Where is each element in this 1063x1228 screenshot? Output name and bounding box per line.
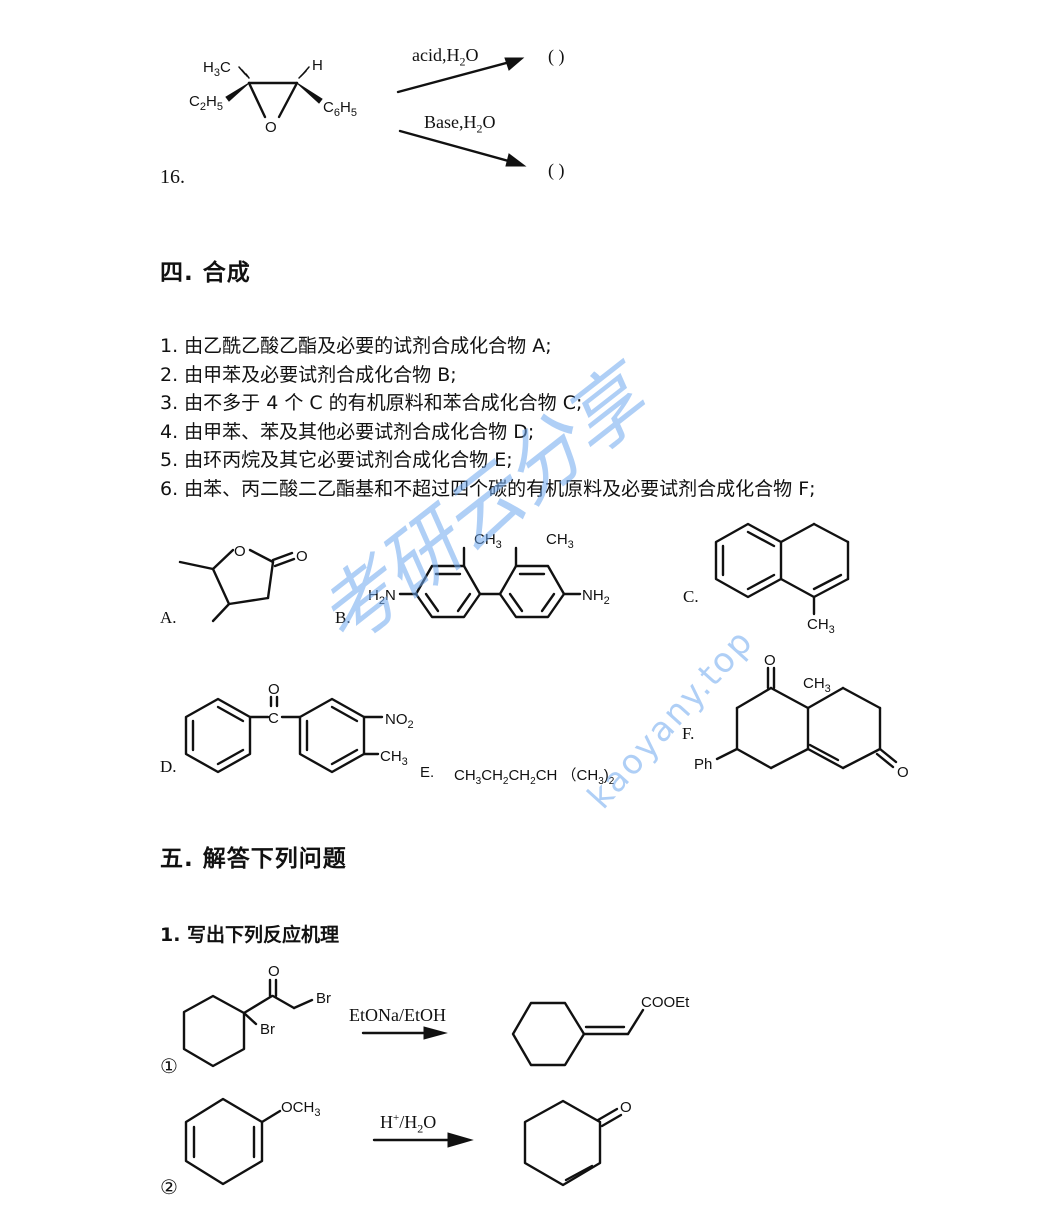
svg-text:Ph: Ph	[694, 756, 712, 773]
svg-text:COOEt: COOEt	[641, 994, 690, 1011]
reaction-2-reagent: H+/H2O	[380, 1112, 437, 1136]
task-item: 4. 由甲苯、苯及其他必要试剂合成化合物 D;	[160, 420, 535, 443]
task-item: 1. 由乙酰乙酸乙酯及必要的试剂合成化合物 A;	[160, 335, 552, 357]
substituent-h3c: H3C	[203, 59, 231, 79]
svg-text:Br: Br	[260, 1021, 275, 1038]
svg-text:OCH3: OCH3	[281, 1099, 320, 1119]
compound-a-label: A.	[160, 608, 177, 627]
compound-f-label: F.	[682, 724, 695, 743]
task-item: 6. 由苯、丙二酸二乙酯基和不超过四个碳的有机原料及必要试剂合成化合物 F;	[160, 477, 816, 500]
svg-text:NO2: NO2	[385, 711, 414, 731]
compound-d-label: D.	[160, 757, 177, 776]
svg-text:O: O	[620, 1099, 632, 1116]
svg-text:CH3: CH3	[807, 616, 835, 636]
svg-text:O: O	[897, 764, 909, 781]
section-4-title: 四. 合成	[160, 260, 251, 286]
epoxide-oxygen: O	[265, 119, 277, 136]
substituent-h: H	[312, 57, 323, 74]
svg-text:C: C	[268, 710, 279, 727]
svg-text:O: O	[234, 543, 246, 560]
task-item: 3. 由不多于 4 个 C 的有机原料和苯合成化合物 C;	[160, 392, 583, 414]
compound-c-label: C.	[683, 587, 699, 606]
reaction-1-reagent: EtONa/EtOH	[349, 1005, 446, 1025]
reaction-1-marker: ①	[160, 1056, 178, 1078]
svg-text:CH3: CH3	[803, 675, 831, 695]
epoxide-structure: H3C C2H5 H C6H5 O	[189, 57, 527, 167]
svg-text:O: O	[268, 681, 280, 698]
substituent-c2h5: C2H5	[189, 93, 223, 113]
svg-text:CH3: CH3	[380, 748, 408, 768]
reaction-2-marker: ②	[160, 1177, 178, 1199]
lower-arrow	[398, 129, 514, 164]
section-5-title: 五. 解答下列问题	[160, 846, 347, 872]
svg-text:O: O	[268, 963, 280, 980]
svg-text:O: O	[296, 548, 308, 565]
svg-text:O: O	[764, 652, 776, 669]
question-number: 16.	[160, 166, 185, 188]
compound-e-label: E.	[420, 764, 435, 781]
upper-arrow-head	[504, 57, 525, 71]
upper-arrow	[396, 60, 512, 94]
svg-text:CH3: CH3	[474, 531, 502, 551]
svg-text:NH2: NH2	[582, 587, 610, 607]
question-1-prompt: 1. 写出下列反应机理	[160, 924, 340, 946]
task-item: 5. 由环丙烷及其它必要试剂合成化合物 E;	[160, 449, 513, 471]
compound-e-formula: CH3CH2CH2CH （CH3)2	[454, 767, 615, 787]
lower-reagent: Base,H2O	[424, 112, 496, 136]
synthesis-task-list: 1. 由乙酰乙酸乙酯及必要的试剂合成化合物 A; 2. 由甲苯及必要试剂合成化合…	[160, 332, 816, 503]
svg-text:CH3: CH3	[546, 531, 574, 551]
lower-arrow-head	[505, 153, 527, 167]
lower-product-blank: ( )	[548, 160, 565, 180]
svg-text:Br: Br	[316, 990, 331, 1007]
upper-reagent: acid,H2O	[412, 45, 479, 69]
svg-text:H2N: H2N	[368, 587, 396, 607]
substituent-c6h5: C6H5	[323, 99, 357, 119]
upper-product-blank: ( )	[548, 46, 565, 66]
task-item: 2. 由甲苯及必要试剂合成化合物 B;	[160, 363, 457, 386]
compound-b-label: B.	[335, 608, 351, 627]
